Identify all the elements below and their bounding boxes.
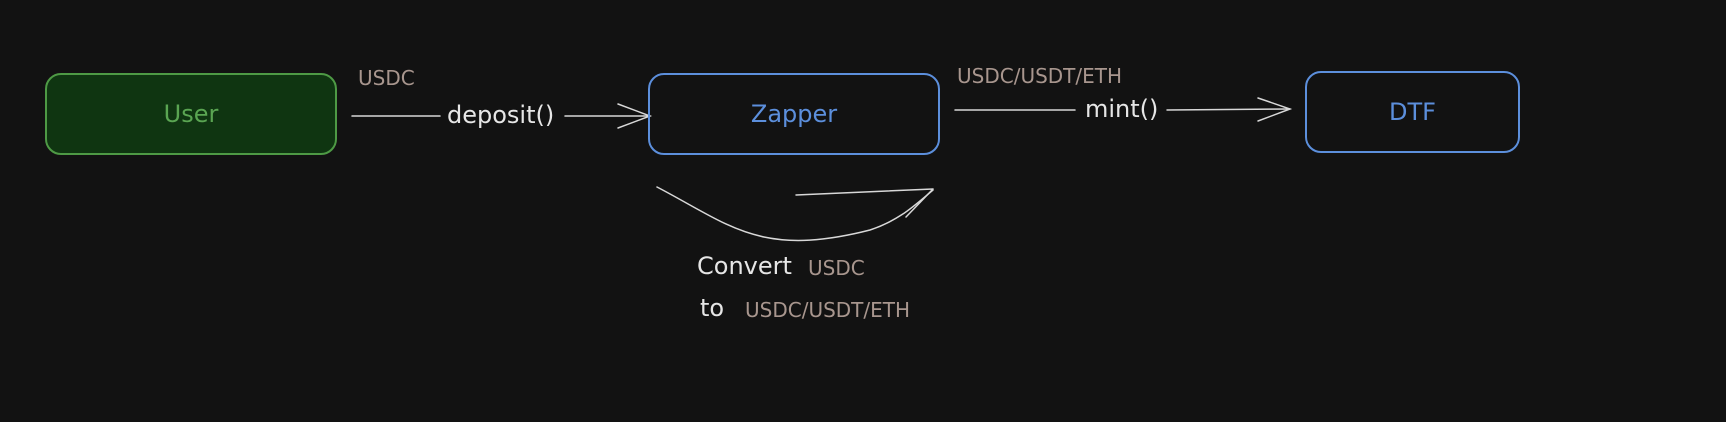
mint-arrow-line-right bbox=[1166, 108, 1291, 111]
user-node[interactable]: User bbox=[45, 73, 337, 155]
deposit-label: deposit() bbox=[447, 101, 555, 129]
mint-label: mint() bbox=[1085, 95, 1159, 123]
zapper-node-label: Zapper bbox=[750, 100, 838, 128]
deposit-token-label: USDC bbox=[358, 66, 415, 90]
convert-label: Convert bbox=[697, 252, 792, 280]
mint-token-label: USDC/USDT/ETH bbox=[957, 64, 1123, 88]
convert-to-label: to bbox=[700, 294, 725, 322]
deposit-arrowhead bbox=[617, 103, 653, 129]
zapper-node[interactable]: Zapper bbox=[648, 73, 940, 155]
dtf-node-label: DTF bbox=[1389, 98, 1436, 126]
convert-curve-arrow bbox=[656, 186, 934, 242]
user-node-label: User bbox=[163, 100, 219, 128]
convert-from-token: USDC bbox=[808, 256, 865, 280]
convert-to-token: USDC/USDT/ETH bbox=[745, 298, 911, 322]
dtf-node[interactable]: DTF bbox=[1305, 71, 1520, 153]
mint-arrowhead bbox=[1257, 97, 1293, 122]
convert-arrowhead-tip bbox=[795, 188, 934, 218]
